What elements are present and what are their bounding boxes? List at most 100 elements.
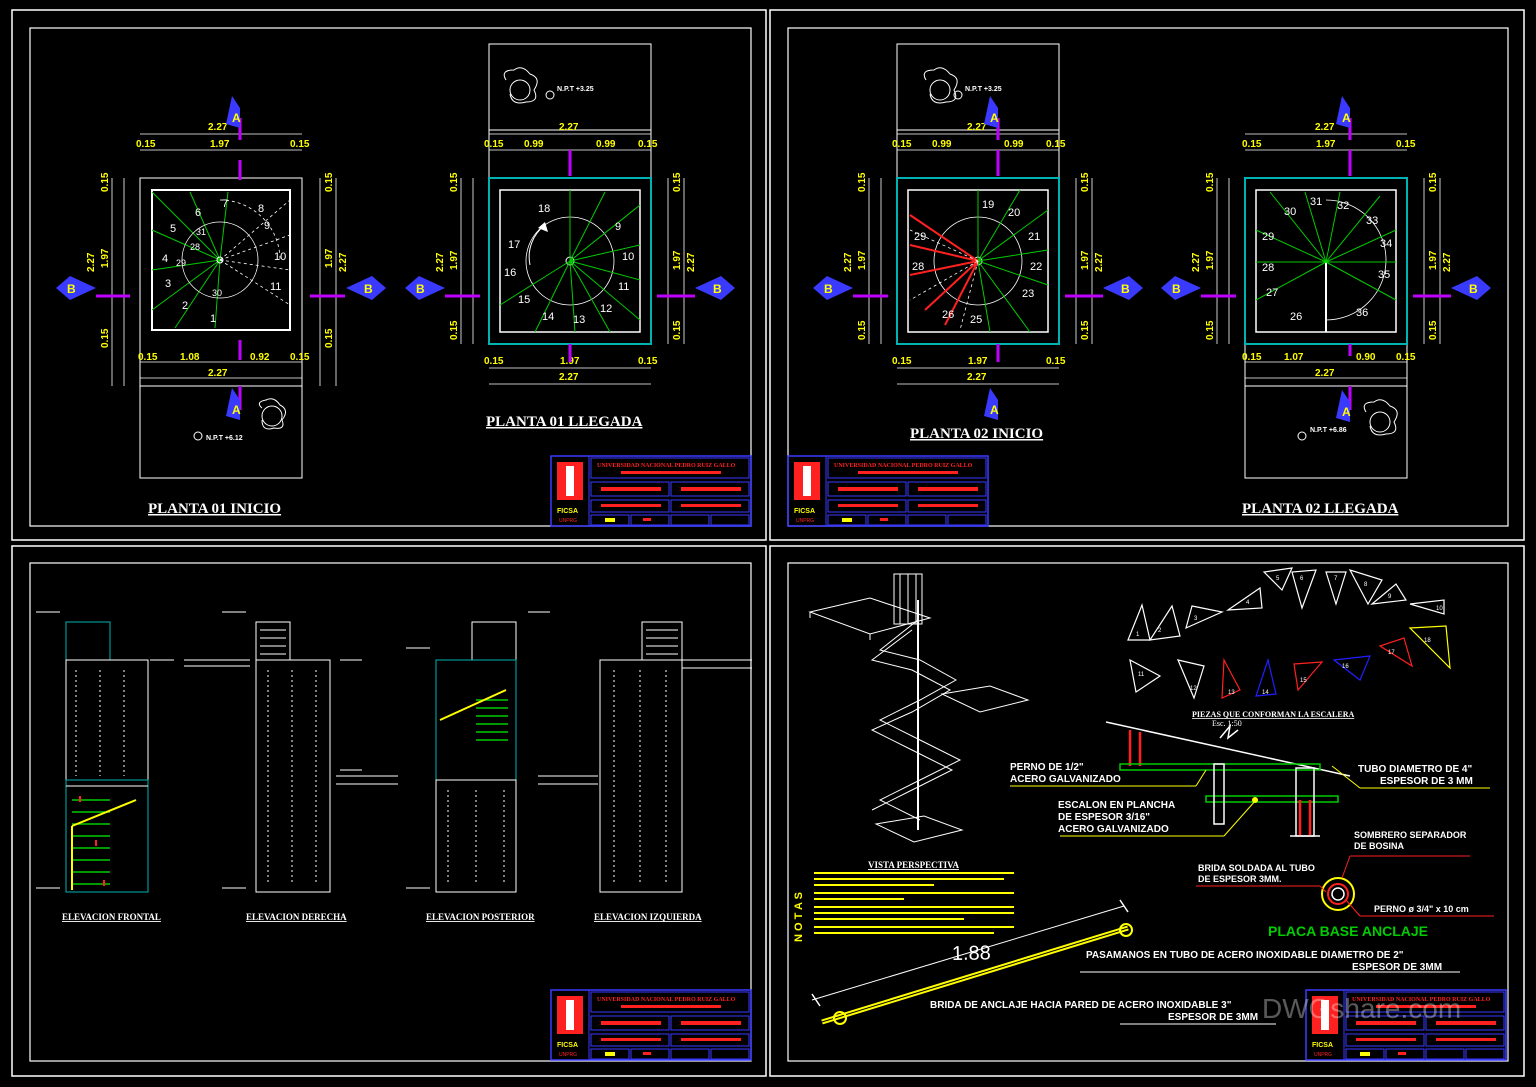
watermark: DWGshare.com <box>1262 993 1461 1024</box>
dimension-label: 0.15 <box>324 172 335 192</box>
sheet-frames <box>11 9 1525 1077</box>
step-number: 25 <box>970 314 982 326</box>
compass-symbol <box>1363 399 1398 436</box>
piece-number: 12 <box>1190 686 1197 692</box>
step-number: 32 <box>1337 200 1349 212</box>
anchor-detail <box>1010 721 1490 837</box>
step-number: 7 <box>222 198 228 210</box>
elevation-title: ELEVACION DERECHA <box>246 912 347 922</box>
dimension-label: 0.90 <box>1356 352 1376 363</box>
step-number: 29 <box>1262 231 1274 243</box>
dimension-label: 0.15 <box>1396 139 1416 150</box>
dimension-label: 1.97 <box>1205 250 1216 270</box>
dimension-label: 0.15 <box>290 352 310 363</box>
detail-label: BRIDA SOLDADA AL TUBO <box>1198 863 1315 873</box>
plan-01-llegada: 9 10 11 12 13 14 15 16 17 18 2.27 0.15 0… <box>405 43 735 430</box>
dimension-label: 0.15 <box>857 320 868 340</box>
detail-label: DE ESPESOR 3/16" <box>1058 812 1150 823</box>
dimension-label: 2.27 <box>208 368 228 379</box>
piece-number: 11 <box>1138 672 1145 678</box>
dimension-label: 1.97 <box>968 356 988 367</box>
step-number: 21 <box>1028 231 1040 243</box>
piece-number: 4 <box>1246 600 1250 606</box>
svg-text:B: B <box>713 282 722 296</box>
detail-label: ESPESOR DE 3MM <box>1352 962 1442 973</box>
step-number: 28 <box>1262 262 1274 274</box>
dimension-label: 0.15 <box>1080 172 1091 192</box>
svg-text:B: B <box>1172 282 1181 296</box>
step-number: 23 <box>1022 288 1034 300</box>
dimension-label: 0.15 <box>324 328 335 348</box>
step-number: 33 <box>1366 215 1378 227</box>
step-number: 13 <box>573 314 585 326</box>
dimension-label: 0.15 <box>1428 320 1439 340</box>
dimension-label: 0.15 <box>1242 352 1262 363</box>
dimension-label: 0.15 <box>100 328 111 348</box>
dimension-label: 1.97 <box>857 250 868 270</box>
dimension-label: 0.15 <box>484 139 504 150</box>
university-name: UNIVERSIDAD NACIONAL PEDRO RUIZ GALLO <box>834 463 973 469</box>
step-lines <box>499 190 641 333</box>
dimension-label: 0.99 <box>596 139 616 150</box>
detail-label: ESCALON EN PLANCHA <box>1058 800 1175 811</box>
step-number: 18 <box>538 203 550 215</box>
step-number: 14 <box>542 311 554 323</box>
step-number: 28 <box>190 242 200 252</box>
faculty-label: FICSA <box>794 508 815 515</box>
step-number: 15 <box>518 294 530 306</box>
dimension-label: 1.97 <box>672 250 683 270</box>
detail-label: ESPESOR DE 3MM <box>1168 1012 1258 1023</box>
base-plate-detail <box>1196 855 1494 917</box>
university-abbrev: UNPRG <box>559 1052 577 1058</box>
step-number: 10 <box>622 251 634 263</box>
svg-text:B: B <box>67 282 76 296</box>
university-abbrev: UNPRG <box>559 518 577 524</box>
plan-title: PLANTA 01 INICIO <box>148 501 281 517</box>
university-name: UNIVERSIDAD NACIONAL PEDRO RUIZ GALLO <box>597 463 736 469</box>
step-number: 26 <box>942 309 954 321</box>
section-marker-a: A A <box>984 96 999 420</box>
dimension-label: 0.92 <box>250 352 270 363</box>
dimension-label: 1.97 <box>324 248 335 268</box>
title-block: FICSA UNPRG UNIVERSIDAD NACIONAL PEDRO R… <box>787 455 989 527</box>
step-lines <box>977 189 1049 333</box>
dimension-label: 2.27 <box>967 122 987 133</box>
dimension-label: 0.15 <box>1046 356 1066 367</box>
svg-text:A: A <box>1342 111 1351 125</box>
notes-title: N O T A S <box>793 892 805 942</box>
dimension-label: 2.27 <box>686 252 697 272</box>
piece-number: 13 <box>1228 690 1235 696</box>
section-marker-a: A A <box>226 96 241 420</box>
stair-pieces <box>1127 567 1451 700</box>
plan-title: PLANTA 02 INICIO <box>910 426 1043 442</box>
piece-number: 15 <box>1300 678 1307 684</box>
step-number: 30 <box>1284 206 1296 218</box>
dimension-label: 0.15 <box>857 172 868 192</box>
dimension-label: 0.15 <box>672 320 683 340</box>
step-number: 20 <box>1008 207 1020 219</box>
step-lines <box>151 191 229 329</box>
dimension-label: 2.27 <box>967 372 987 383</box>
piece-number: 16 <box>1342 664 1349 670</box>
elevation-title: ELEVACION FRONTAL <box>62 912 161 922</box>
section-marker-b: B B <box>56 276 386 300</box>
elevation-title: ELEVACION IZQUIERDA <box>594 912 702 922</box>
elevation-izquierda <box>599 621 752 893</box>
dimension-label: 0.99 <box>524 139 544 150</box>
dimension-label: 0.15 <box>138 352 158 363</box>
plan-01-inicio: 1 2 3 4 5 6 7 8 9 10 11 29 30 31 28 <box>56 96 386 517</box>
dimension-label: 0.15 <box>1428 172 1439 192</box>
plan-title: PLANTA 01 LLEGADA <box>486 414 643 430</box>
piece-number: 18 <box>1424 638 1431 644</box>
plan-02-inicio: 19 20 21 22 23 25 26 28 29 2.27 0.15 0.9… <box>813 43 1143 442</box>
step-number: 5 <box>170 223 176 235</box>
step-number: 11 <box>618 281 629 293</box>
level-label: N.P.T +3.25 <box>557 86 594 93</box>
svg-text:A: A <box>232 403 241 417</box>
dimension-label: 0.15 <box>892 356 912 367</box>
section-marker-b: B B <box>405 276 735 300</box>
step-number: 17 <box>508 239 520 251</box>
dimension-label: 2.27 <box>559 372 579 383</box>
dimension-label: 0.99 <box>932 139 952 150</box>
